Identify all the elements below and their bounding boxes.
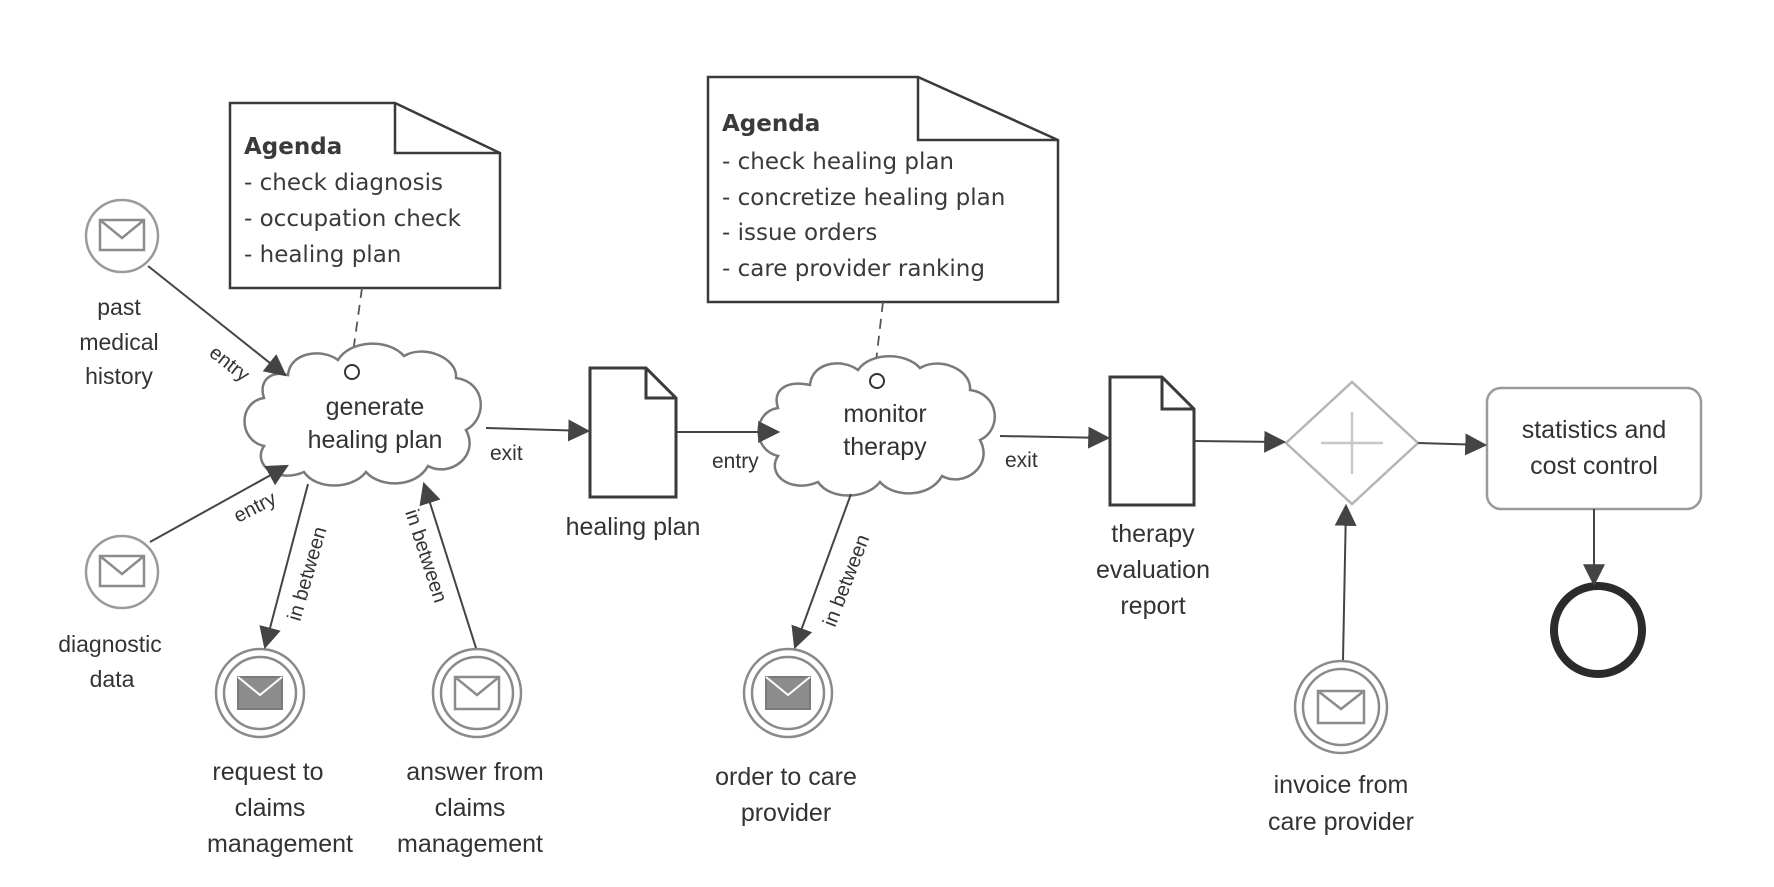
- flow-report-to-gateway[interactable]: [1193, 430, 1287, 453]
- flow-past-to-generate[interactable]: [147, 265, 287, 377]
- event-label: request to: [212, 758, 323, 786]
- activity-label: therapy: [843, 433, 927, 461]
- event-label: management: [207, 830, 353, 858]
- note-item: - care provider ranking: [722, 256, 985, 282]
- document-label: report: [1120, 592, 1185, 620]
- flow-diag-to-generate[interactable]: [149, 464, 289, 543]
- edge-label-entry: entry: [712, 450, 759, 473]
- event-label: claims: [435, 794, 506, 822]
- event-label: data: [90, 666, 135, 692]
- task-label: statistics and: [1522, 416, 1667, 444]
- agenda-note-monitor: Agenda - check healing plan - concretize…: [706, 75, 1060, 304]
- envelope-icon: [98, 218, 146, 252]
- edge-label-exit: exit: [1005, 449, 1038, 472]
- agenda-marker-icon: [869, 373, 885, 389]
- event-diagnostic-data[interactable]: diagnostic data: [58, 534, 162, 692]
- agenda-marker-icon: [344, 364, 360, 380]
- activity-monitor-therapy[interactable]: monitor therapy: [757, 355, 996, 497]
- note-item: - occupation check: [244, 206, 462, 232]
- flow-gateway-to-task[interactable]: [1417, 433, 1488, 456]
- event-request-to-claims-management[interactable]: request to claims management: [207, 647, 353, 858]
- filled-envelope-icon: [765, 676, 811, 710]
- flow-invoice-to-gateway[interactable]: [1334, 503, 1357, 661]
- note-title: Agenda: [722, 111, 820, 137]
- event-label: past: [97, 294, 141, 320]
- note-item: - check diagnosis: [244, 170, 443, 196]
- flow-generate-to-request[interactable]: [259, 483, 309, 650]
- document-label: healing plan: [566, 513, 701, 541]
- document-healing-plan[interactable]: healing plan: [566, 366, 701, 541]
- note-title: Agenda: [244, 134, 342, 160]
- event-answer-from-claims-management[interactable]: answer from claims management: [397, 647, 544, 858]
- event-label: order to care: [715, 763, 857, 791]
- envelope-icon: [453, 675, 501, 711]
- activity-label: monitor: [843, 400, 926, 428]
- event-label: diagnostic: [58, 631, 162, 657]
- event-order-to-care-provider[interactable]: order to care provider: [715, 647, 857, 827]
- event-label: history: [85, 363, 153, 389]
- end-event[interactable]: [1550, 582, 1646, 678]
- activity-label: healing plan: [308, 426, 443, 454]
- filled-envelope-icon: [237, 676, 283, 710]
- event-label: care provider: [1268, 808, 1414, 836]
- envelope-icon: [98, 554, 146, 588]
- document-therapy-evaluation-report[interactable]: therapy evaluation report: [1096, 375, 1210, 620]
- event-label: invoice from: [1274, 771, 1409, 799]
- flow-monitor-to-report[interactable]: [999, 426, 1111, 449]
- event-past-medical-history[interactable]: past medical history: [79, 198, 160, 389]
- edge-label-entry: entry: [205, 342, 254, 387]
- note-item: - issue orders: [722, 220, 877, 246]
- edge-label-in-between: in between: [284, 524, 332, 623]
- event-invoice-from-care-provider[interactable]: invoice from care provider: [1268, 659, 1414, 836]
- edge-label-in-between: in between: [819, 532, 874, 630]
- agenda-note-generate: Agenda - check diagnosis - occupation ch…: [228, 101, 502, 290]
- event-label: claims: [235, 794, 306, 822]
- event-label: provider: [741, 799, 831, 827]
- event-label: management: [397, 830, 543, 858]
- document-label: therapy: [1111, 520, 1195, 548]
- edge-label-in-between: in between: [400, 507, 451, 606]
- edge-label-exit: exit: [490, 442, 523, 465]
- parallel-gateway[interactable]: [1284, 380, 1420, 506]
- note-item: - healing plan: [244, 242, 401, 268]
- note-item: - concretize healing plan: [722, 185, 1005, 211]
- event-label: answer from: [406, 758, 544, 786]
- envelope-icon: [1316, 689, 1366, 725]
- flow-answer-to-generate[interactable]: [419, 481, 477, 649]
- flow-generate-to-healing-plan[interactable]: [485, 419, 591, 442]
- event-label: medical: [79, 329, 158, 355]
- task-statistics-cost-control[interactable]: statistics and cost control: [1485, 386, 1703, 511]
- activity-generate-healing-plan[interactable]: generate healing plan: [243, 342, 482, 487]
- note-item: - check healing plan: [722, 149, 954, 175]
- flow-monitor-to-order[interactable]: [791, 493, 852, 650]
- document-label: evaluation: [1096, 556, 1210, 584]
- task-label: cost control: [1530, 452, 1658, 480]
- activity-label: generate: [326, 393, 425, 421]
